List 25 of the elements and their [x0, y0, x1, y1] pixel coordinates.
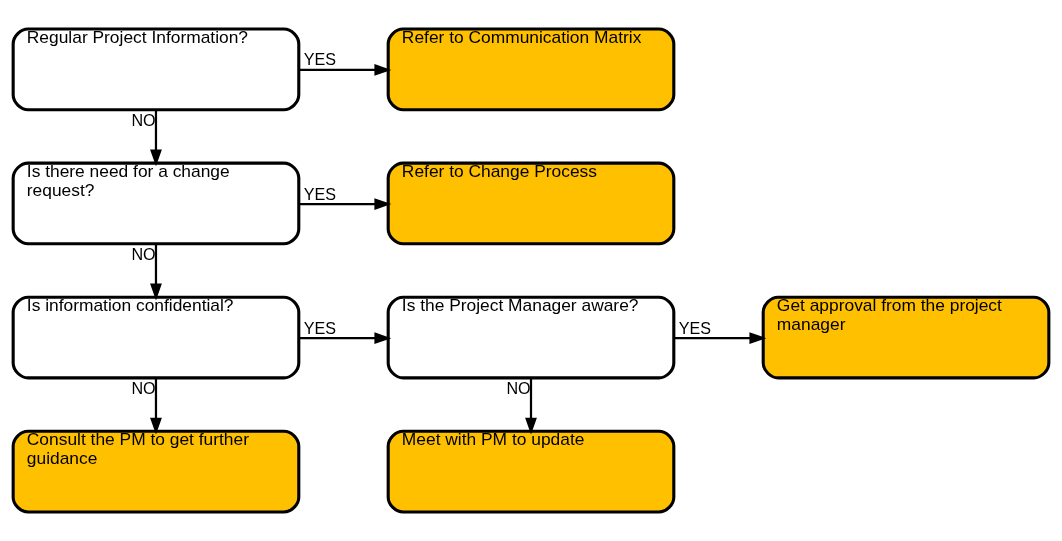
edge-label: YES — [678, 318, 711, 337]
edge-label: NO — [131, 244, 156, 263]
edge-label: NO — [131, 110, 156, 129]
arrow — [150, 378, 162, 435]
arrow — [150, 244, 162, 301]
edge-label: YES — [303, 184, 336, 203]
edge-label: YES — [303, 50, 336, 69]
node-box: Refer to Communication Matrix — [386, 27, 676, 112]
arrow — [525, 378, 537, 435]
node-box: Consult the PM to get further guidance — [11, 429, 301, 514]
edge-label: YES — [303, 318, 336, 337]
edge-label: NO — [131, 379, 156, 398]
node-box: Get approval from the project manager — [761, 295, 1051, 380]
node-box: Is the Project Manager aware? — [386, 295, 676, 380]
arrow — [298, 64, 392, 76]
node-box: Is information confidential? — [11, 295, 301, 380]
edge-label: NO — [506, 379, 531, 398]
node-box: Regular Project Information? — [11, 27, 301, 112]
arrow — [150, 109, 162, 167]
node-box: Meet with PM to update — [386, 429, 676, 514]
arrow — [298, 198, 392, 210]
arrow — [673, 332, 767, 345]
node-box: Refer to Change Process — [386, 161, 676, 246]
arrow — [298, 332, 392, 345]
node-box: Is there need for a change request? — [11, 161, 301, 246]
